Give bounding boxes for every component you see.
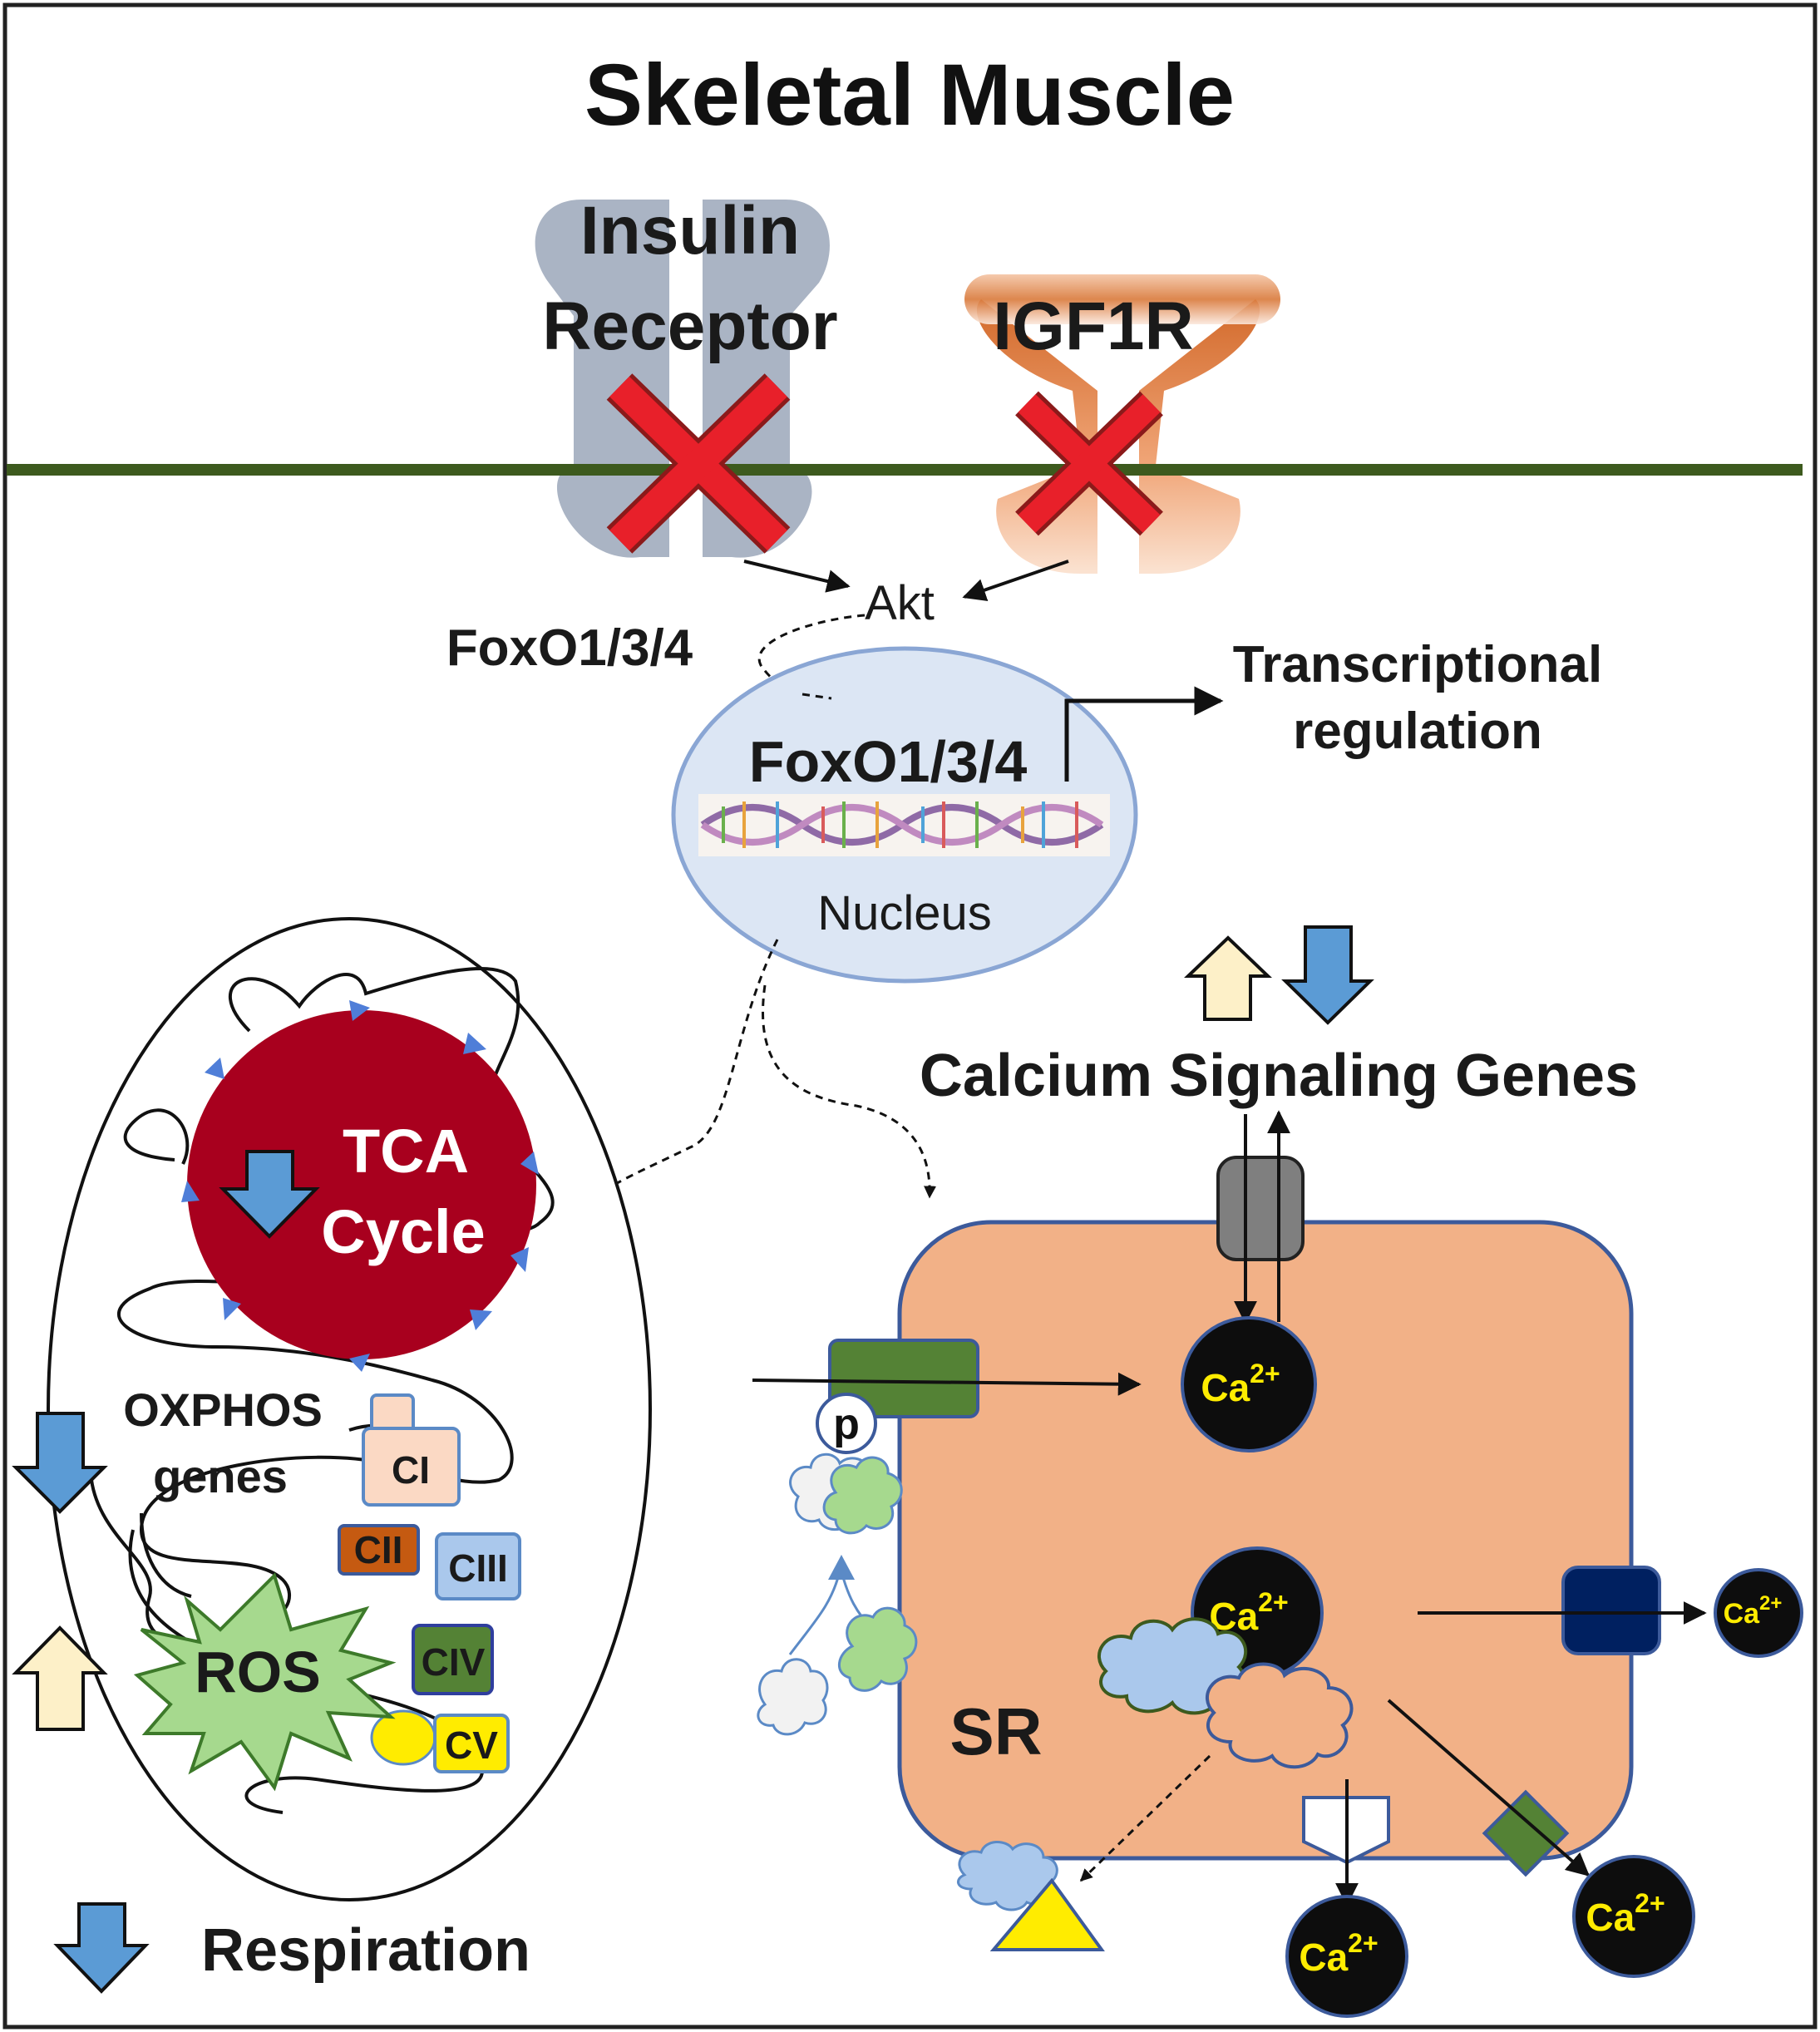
sr-left-channel xyxy=(828,1339,979,1418)
calcium-genes-down-arrow-icon xyxy=(1281,925,1374,1025)
igf1r-knockout-cross-icon xyxy=(1015,391,1163,536)
insulin-receptor-label-line1: Insulin xyxy=(580,193,800,269)
oxphos-label-line2: genes xyxy=(153,1450,288,1502)
complex-v-label: CV xyxy=(445,1724,498,1767)
ca-ion-right: Ca2+ xyxy=(1714,1568,1803,1658)
sr-diamond-channel xyxy=(1482,1789,1570,1877)
plasma-membrane xyxy=(7,464,1803,476)
sr-protein-dashed-arrow xyxy=(1079,1754,1211,1882)
complex-i: CI xyxy=(362,1393,461,1507)
ca-ion-upper: Ca2+ xyxy=(1181,1316,1317,1452)
respiration-label: Respiration xyxy=(201,1917,530,1984)
complex-iii-label: CIII xyxy=(448,1546,508,1590)
ca-ion-upper-label: Ca2+ xyxy=(1201,1359,1280,1409)
dna-helix-icon xyxy=(698,794,1110,856)
tca-label-line2: Cycle xyxy=(321,1197,485,1266)
tca-label-line1: TCA xyxy=(343,1117,469,1186)
ros: ROS xyxy=(133,1572,397,1792)
sr-top-channel xyxy=(1216,1156,1305,1261)
nucleus-label: Nucleus xyxy=(817,886,992,940)
calcium-genes-label: Calcium Signaling Genes xyxy=(920,1043,1638,1109)
nucleus: FoxO1/3/4 Nucleus xyxy=(671,646,1138,984)
foxo-cytoplasm-label: FoxO1/3/4 xyxy=(446,619,693,677)
ca-ion-right-label: Ca2+ xyxy=(1724,1592,1783,1630)
transcription-arrow xyxy=(1064,686,1224,782)
phospho-badge xyxy=(816,1393,877,1454)
ca-ion-bottom-right: Ca2+ xyxy=(1572,1855,1695,1978)
oxphos-down-arrow-icon xyxy=(12,1412,108,1514)
nucleus-to-mitochondrion-arrow xyxy=(576,939,779,1209)
calcium-genes-up-arrow-icon xyxy=(1184,935,1272,1021)
yellow-triangle-icon xyxy=(989,1877,1105,1951)
transcription-label-line1: Transcriptional xyxy=(1233,636,1602,693)
tca-cycle: TCA Cycle xyxy=(181,1000,539,1372)
complex-iv-label: CIV xyxy=(422,1640,486,1684)
complex-v: CV xyxy=(370,1709,510,1773)
akt-label: Akt xyxy=(865,576,935,630)
insulin-receptor-label-line2: Receptor xyxy=(542,289,837,364)
complex-iii: CIII xyxy=(435,1532,521,1600)
oxphos-label-line1: OXPHOS xyxy=(123,1383,323,1436)
nucleus-to-sr-arrow xyxy=(762,984,937,1199)
complex-iv: CIV xyxy=(412,1624,494,1695)
transcription-label-line2: regulation xyxy=(1293,703,1542,760)
respiration-down-arrow-icon xyxy=(53,1902,150,1994)
ca-ion-bottom: Ca2+ xyxy=(1285,1895,1408,2018)
tca-down-arrow-icon xyxy=(219,1150,320,1239)
sr-right-channel xyxy=(1561,1566,1661,1655)
ca-ion-bottom-label: Ca2+ xyxy=(1299,1928,1378,1979)
diamond-channel-outflow-arrow xyxy=(1387,1699,1591,1877)
ca-ion-bottom-right-label: Ca2+ xyxy=(1586,1888,1665,1939)
complex-ii-label: CII xyxy=(354,1528,403,1571)
insulin-receptor-knockout-cross-icon xyxy=(606,373,791,554)
outside-protein-cluster-bottom xyxy=(757,1606,918,1736)
sarcoplasmic-reticulum: SR xyxy=(897,1220,1634,1861)
insulin-to-akt-arrow xyxy=(743,560,851,593)
outside-protein-cluster-top xyxy=(789,1452,903,1535)
sr-protein-cloud-orange xyxy=(1205,1662,1354,1769)
complex-i-label: CI xyxy=(392,1448,430,1492)
igf1r-label: IGF1R xyxy=(993,289,1193,364)
left-channel-inflow-arrow xyxy=(752,1372,1142,1396)
figure-title: Skeletal Muscle xyxy=(584,47,1235,144)
complex-ii: CII xyxy=(338,1524,420,1576)
sr-label: SR xyxy=(949,1694,1042,1768)
foxo-nucleus-label: FoxO1/3/4 xyxy=(749,729,1028,794)
ros-up-arrow-icon xyxy=(12,1625,108,1731)
phospho-label: p xyxy=(833,1400,860,1448)
igf1r-to-akt-arrow xyxy=(962,560,1069,602)
ros-label: ROS xyxy=(195,1640,321,1704)
